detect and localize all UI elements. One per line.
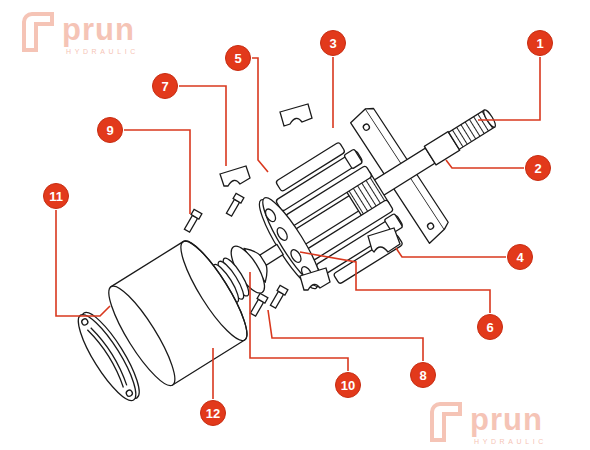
watermark-subtitle: HYDRAULIC bbox=[474, 438, 547, 445]
callout-circle: 4 bbox=[507, 244, 533, 270]
half-ring-retainers bbox=[220, 104, 400, 290]
callout-number: 8 bbox=[419, 369, 426, 382]
exploded-pump bbox=[57, 54, 531, 427]
callout-number: 7 bbox=[161, 80, 168, 93]
callout-circle: 6 bbox=[477, 314, 503, 340]
callout-circle: 9 bbox=[97, 117, 123, 143]
callout-number: 1 bbox=[536, 37, 543, 50]
screws bbox=[183, 193, 288, 317]
watermark-logo: prun bbox=[62, 14, 135, 45]
callout-number: 3 bbox=[329, 37, 336, 50]
callout-number: 2 bbox=[534, 162, 541, 175]
callout-number: 5 bbox=[234, 52, 241, 65]
callout-circle: 12 bbox=[200, 400, 226, 426]
watermark-logo: prun bbox=[470, 404, 543, 435]
callout-circle: 3 bbox=[320, 30, 346, 56]
callout-number: 11 bbox=[49, 190, 63, 203]
callout-circle: 8 bbox=[410, 362, 436, 388]
callout-number: 9 bbox=[106, 124, 113, 137]
watermark-subtitle: HYDRAULIC bbox=[66, 48, 139, 55]
callout-circle: 11 bbox=[43, 183, 69, 209]
callout-number: 12 bbox=[206, 407, 220, 420]
callout-number: 6 bbox=[486, 321, 493, 334]
callout-circle: 10 bbox=[335, 372, 361, 398]
logo-icon bbox=[24, 14, 460, 440]
callout-number: 10 bbox=[341, 379, 355, 392]
callout-circle: 5 bbox=[225, 45, 251, 71]
callout-circle: 7 bbox=[152, 73, 178, 99]
leader-lines bbox=[56, 57, 540, 399]
callout-circle: 1 bbox=[527, 30, 553, 56]
callout-number: 4 bbox=[516, 251, 523, 264]
callout-circle: 2 bbox=[525, 155, 551, 181]
